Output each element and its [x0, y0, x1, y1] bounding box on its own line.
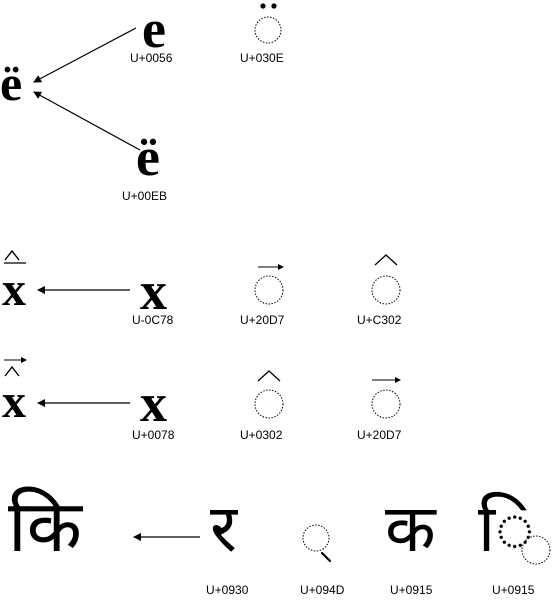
- combining-hat-placeholder-icon: [371, 254, 401, 305]
- base-glyph-x: x: [140, 261, 167, 321]
- combining-mark-placeholder-icon: [254, 3, 282, 44]
- label-vowel-code: U+0915: [492, 583, 535, 597]
- label-mark2-code: U+20D7: [357, 428, 402, 442]
- label-base-code: U+0056: [130, 51, 173, 65]
- label-mark2-code: U+C302: [357, 313, 402, 327]
- composed-glyph-e-diaeresis: ë: [0, 55, 23, 111]
- composed-glyph-kirm: कि: [8, 484, 82, 568]
- vowel-sign-i-glyph: ि: [478, 490, 535, 567]
- precomposed-glyph-e-diaeresis: ë: [136, 127, 160, 187]
- consonant-glyph-ka: क: [385, 490, 436, 567]
- label-mark-code: U+030E: [240, 51, 284, 65]
- arrow-from-precomposed: [33, 91, 141, 151]
- label-mark1-code: U+0302: [240, 428, 283, 442]
- base-glyph-ra: र: [210, 490, 237, 567]
- arrow-hat-diacritics-icon: [4, 357, 27, 377]
- combining-arrow-placeholder-icon: [371, 377, 401, 419]
- combining-arrow-placeholder-icon: [254, 264, 284, 305]
- label-mark1-code: U+20D7: [240, 313, 285, 327]
- base-glyph-e: e: [142, 0, 166, 59]
- label-base-code: U+0078: [132, 428, 175, 442]
- label-virama-code: U+094D: [300, 583, 345, 597]
- vowel-sign-placeholder-icon: [521, 535, 551, 565]
- label-base-code: U+0930: [206, 583, 249, 597]
- arrow-from-base: [33, 27, 137, 83]
- hat-arrow-diacritics-icon: [4, 249, 26, 264]
- virama-placeholder-icon: [302, 524, 332, 563]
- label-precomposed-code: U+00EB: [122, 189, 168, 203]
- combining-hat-placeholder-icon: [254, 370, 284, 419]
- base-glyph-x: x: [140, 373, 167, 433]
- composed-glyph-x-hat-arrow: x: [2, 263, 26, 316]
- label-consonant-code: U+0915: [390, 583, 433, 597]
- composed-glyph-x-arrow-hat: x: [2, 375, 26, 428]
- label-base-code: U-0C78: [132, 313, 174, 327]
